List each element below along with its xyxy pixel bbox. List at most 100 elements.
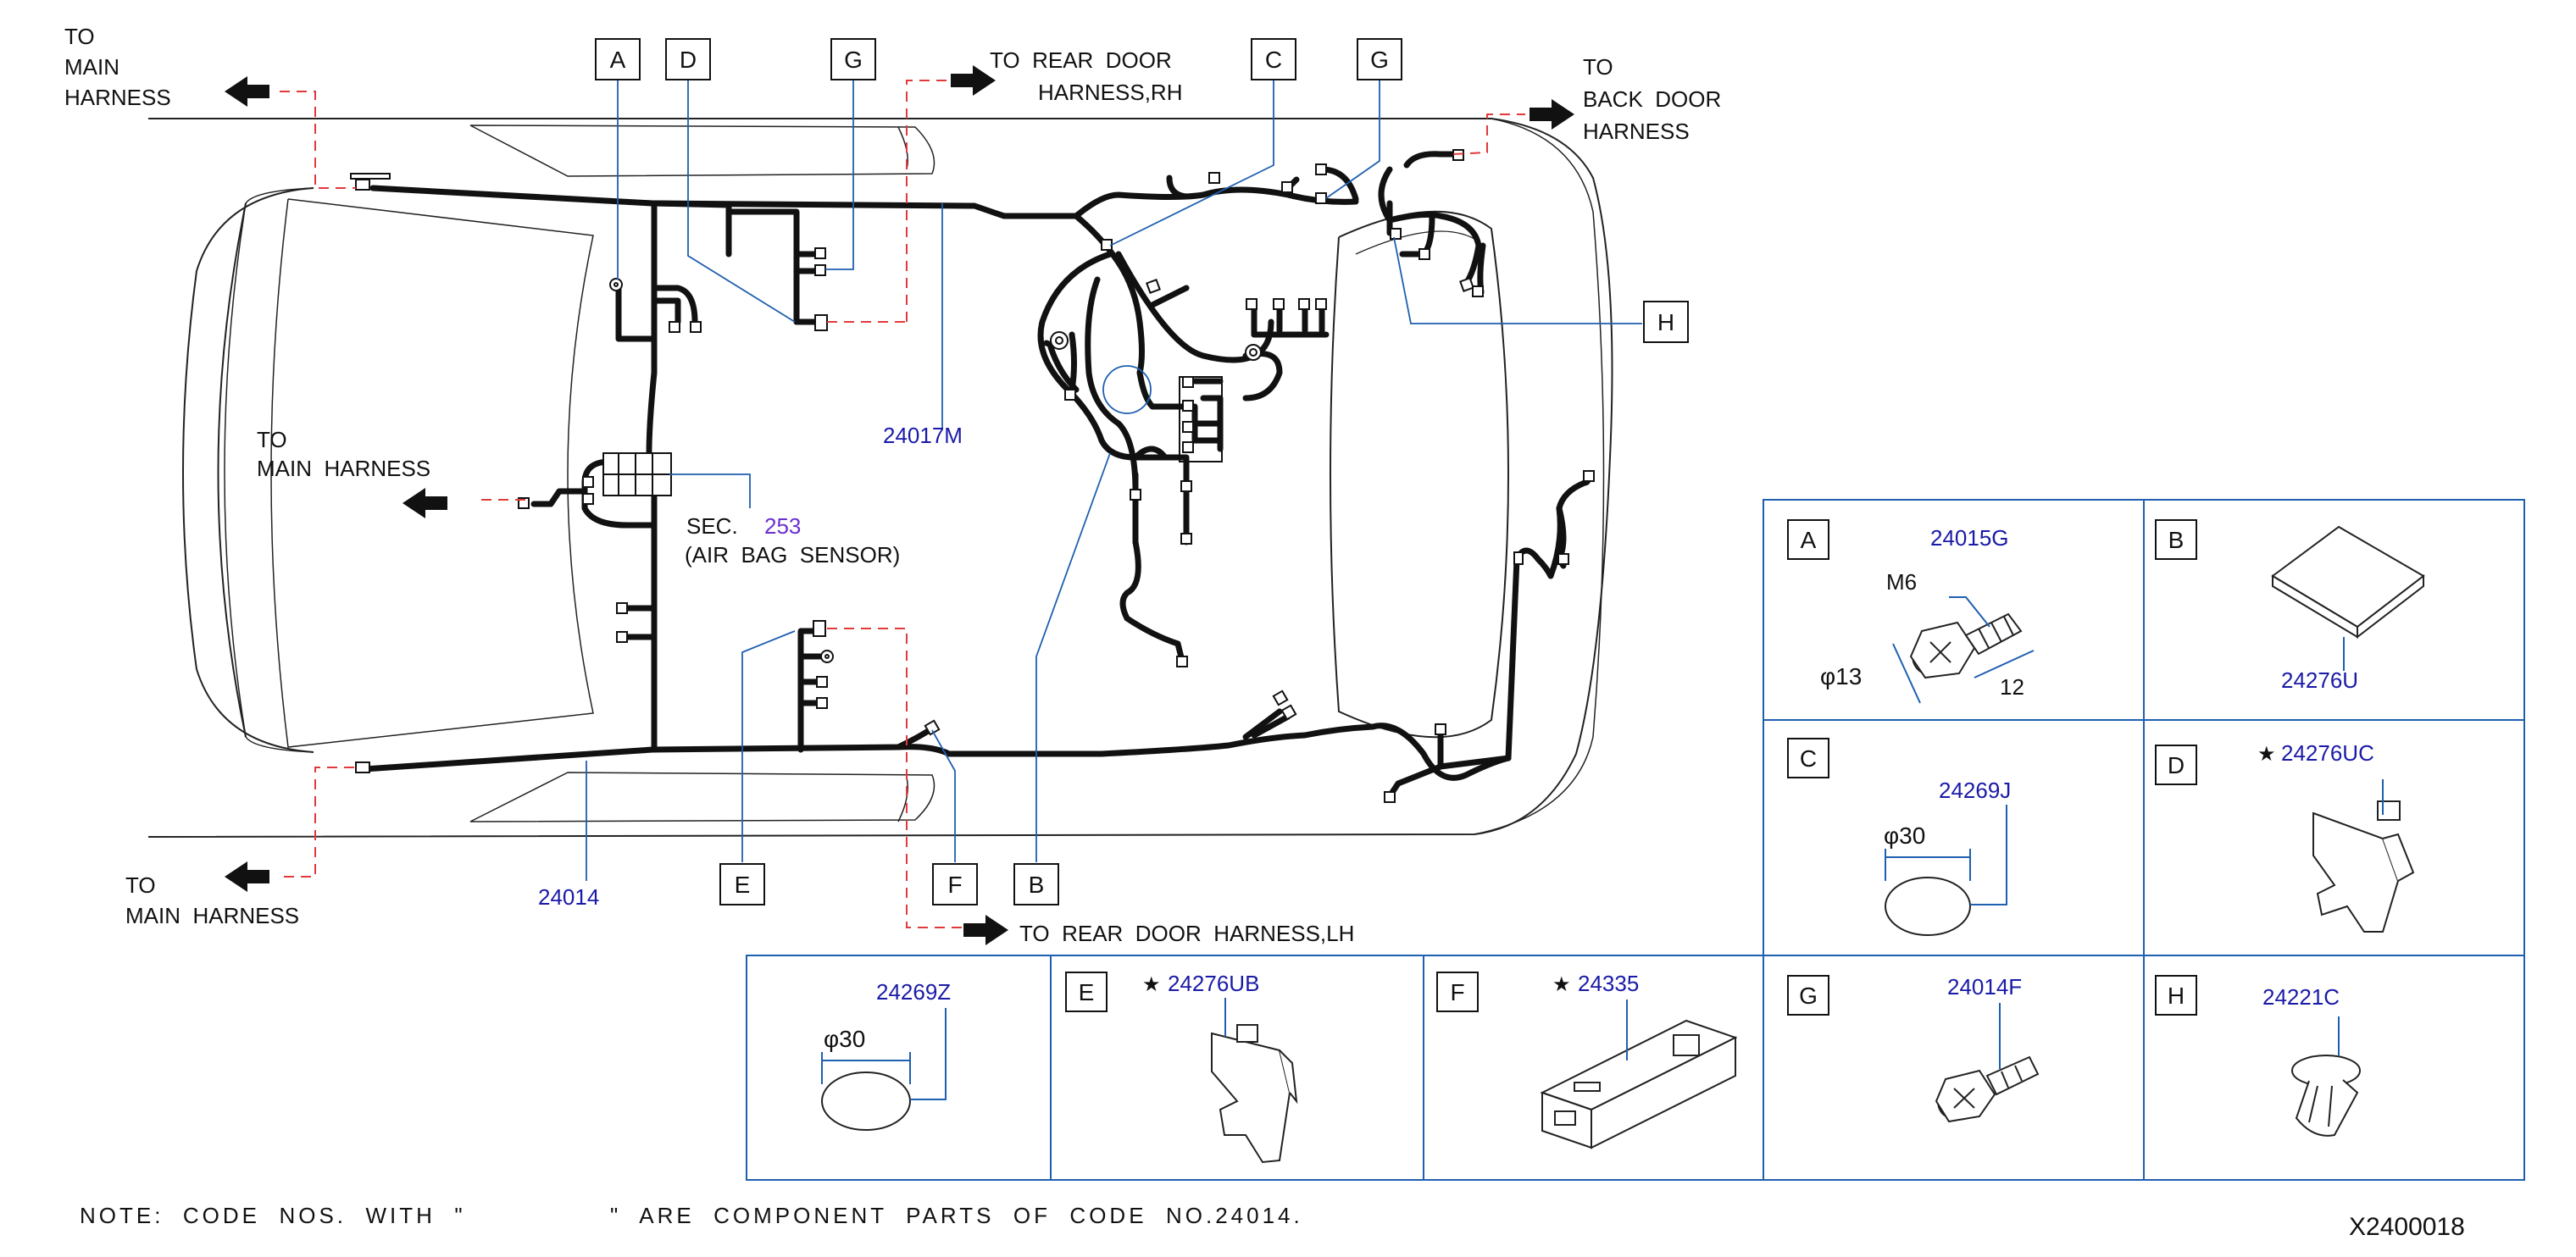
part-code-a: 24015G [1930,525,2009,551]
callout-letter-b: B [1029,872,1045,898]
part-code-24269z: 24269Z [876,979,951,1005]
disc-c-icon [1885,877,1971,936]
dim-m6: M6 [1886,569,1917,595]
clip-e-icon [1211,998,1298,1164]
arrow-labels: TO MAIN HARNESS TO REAR DOOR HARNESS,RH … [64,24,1721,946]
part-number-harness-main: 24017M [883,423,963,448]
callout-letter-a: A [610,47,626,73]
cell-letter-a: A [1801,527,1817,553]
label-main-top-1: TO [64,24,95,49]
connectors [350,149,1595,803]
label-main-mid-1: TO [257,427,287,452]
connector-bracket [350,173,391,180]
callout-letter-d: D [680,47,697,73]
part-code-h: 24221C [2262,984,2340,1010]
callout-box-f [932,863,978,905]
cell-letter-h: H [2168,983,2185,1009]
label-back-door-2: BACK DOOR [1583,86,1721,112]
disc-z-icon [821,1071,911,1131]
callout-letter-g2: G [1370,47,1389,73]
car-body-outline [147,118,1613,838]
cell-letter-c: C [1800,745,1817,772]
part-number-harness-body: 24014 [538,884,599,910]
arrow-main-top-icon [225,76,269,107]
arrow-main-bottom-icon [225,861,269,892]
dim-phi13: φ13 [1820,663,1862,689]
dashed-routes [280,80,1525,928]
cell-letters: A B C D E F G H [1079,527,2185,1009]
star-d: ★ [2257,743,2276,766]
callout-box-b [1013,863,1059,905]
callout-letter-g1: G [844,47,863,73]
star-e: ★ [1142,973,1161,996]
callout-box-g1 [830,38,876,80]
arrow-main-mid-icon [402,488,447,518]
part-code-d: 24276UC [2281,740,2374,766]
callout-box-c [1251,38,1296,80]
part-code-c: 24269J [1939,778,2011,803]
callout-letter-f: F [947,872,962,898]
label-main-top-3: HARNESS [64,85,171,110]
bolt-g-icon [1935,1003,2040,1123]
dim-phi30-z: φ30 [824,1026,865,1052]
callout-box-a [595,38,641,80]
cell-letter-g: G [1799,983,1818,1009]
footer: NOTE: CODE NOS. WITH " " ARE COMPONENT P… [80,1203,2465,1241]
label-main-bottom-2: MAIN HARNESS [125,903,299,928]
label-rear-rh-2: HARNESS,RH [1038,80,1182,105]
callout-letters: A D G C G H E F B [610,47,1674,898]
cell-letter-f: F [1450,979,1464,1005]
clip-d-icon [2312,779,2415,933]
label-main-top-2: MAIN [64,54,119,80]
part-code-b: 24276U [2281,667,2358,693]
part-codes: 24015G 24276U 24269J ★ 24276UC 24269Z ★ … [876,525,2374,1010]
leader-lines [586,78,1642,881]
sec-prefix: SEC. [686,513,738,539]
pad-icon [2271,525,2425,671]
label-back-door-1: TO [1583,54,1613,80]
harness-wires [361,151,1592,800]
label-rear-rh-1: TO REAR DOOR [990,47,1172,73]
cell-letter-e: E [1079,979,1095,1005]
arrow-rear-rh-icon [951,65,996,96]
part-code-e: 24276UB [1168,971,1259,996]
sec-number-link[interactable]: 253 [764,513,801,539]
callout-letter-h: H [1657,309,1674,335]
star-f: ★ [1552,973,1571,996]
callout-box-g2 [1357,38,1402,80]
callout-boxes [595,38,1689,905]
callout-letter-e: E [735,872,751,898]
part-number-labels: 24017M 24014 SEC. 253 (AIR BAG SENSOR) [538,423,963,910]
direction-arrows [225,65,1574,945]
label-rear-lh: TO REAR DOOR HARNESS,LH [1019,921,1354,946]
callout-box-h [1643,301,1689,343]
part-code-f: 24335 [1578,971,1639,996]
connector-f-icon [1540,1000,1738,1149]
dim-12: 12 [2000,674,2024,700]
clip-h-icon [2291,1016,2361,1137]
callout-letter-c: C [1265,47,1282,73]
label-main-mid-2: MAIN HARNESS [257,456,430,481]
label-main-bottom-1: TO [125,872,156,898]
footer-note-b: " ARE COMPONENT PARTS OF CODE NO.24014. [610,1203,1303,1228]
callout-box-e [719,863,765,905]
part-code-g: 24014F [1947,974,2022,1000]
footer-note-a: NOTE: CODE NOS. WITH " [80,1203,466,1228]
part-drawings [821,525,2425,1164]
arrow-rear-lh-icon [963,915,1008,945]
label-back-door-3: HARNESS [1583,119,1690,144]
connector [355,179,370,191]
cell-letter-b: B [2168,527,2185,553]
parts-table [746,499,2525,1181]
cell-letter-boxes [1065,519,2197,1016]
bolt-icon [1892,596,2035,704]
arrow-back-door-icon [1530,99,1574,130]
cell-letter-d: D [2168,752,2185,778]
callout-box-d [665,38,711,80]
sec-description: (AIR BAG SENSOR) [685,542,900,568]
diagram-id: X2400018 [2349,1213,2465,1241]
dimension-labels: M6 φ13 12 φ30 φ30 [824,569,2024,1052]
dim-phi30-c: φ30 [1884,822,1925,849]
